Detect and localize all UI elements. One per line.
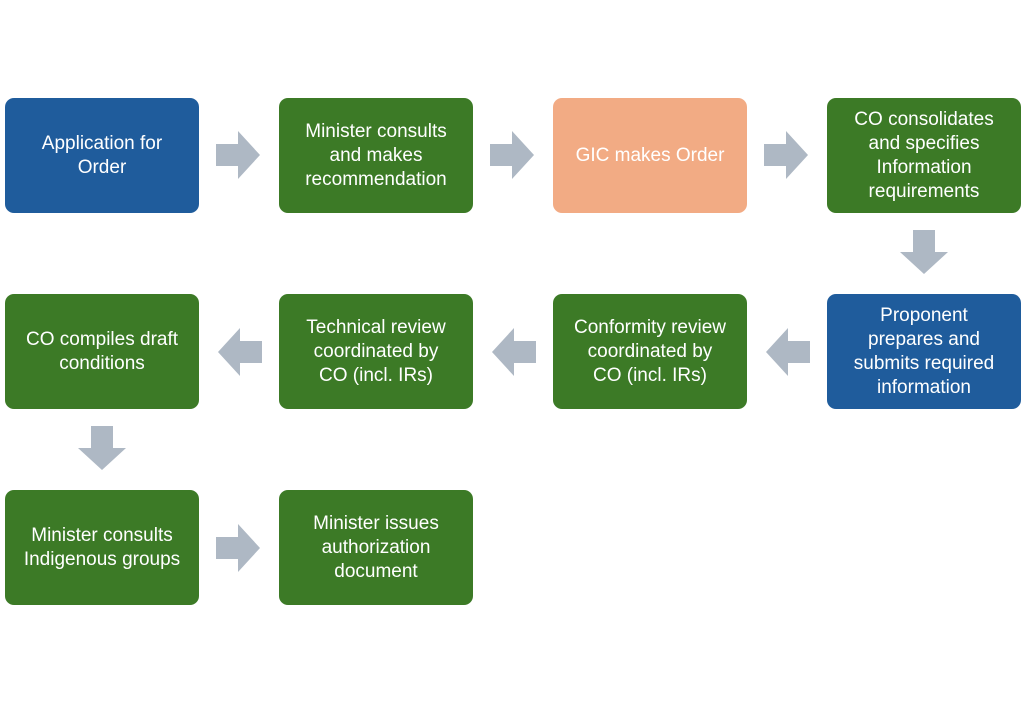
step-label: Minister consults and makes recommendati… [305,120,447,190]
step-minister-recommendation: Minister consults and makes recommendati… [279,98,473,213]
step-co-compiles-conditions: CO compiles draft conditions [5,294,199,409]
arrow-left-icon [492,328,536,376]
arrow-right-icon [216,131,260,179]
step-minister-issues-authorization: Minister issues authorization document [279,490,473,605]
arrow-right-icon [764,131,808,179]
arrow-down-icon [78,426,126,470]
arrow-down-icon [900,230,948,274]
arrow-right-icon [490,131,534,179]
step-gic-makes-order: GIC makes Order [553,98,747,213]
step-co-consolidates: CO consolidates and specifies Informatio… [827,98,1021,213]
step-label: Conformity review coordinated by CO (inc… [573,316,727,386]
step-application-for-order: Application for Order [5,98,199,213]
step-label: GIC makes Order [575,144,725,166]
step-label: Application for Order [41,132,163,178]
step-label: CO consolidates and specifies Informatio… [854,108,994,202]
step-label: Proponent prepares and submits required … [853,304,995,398]
arrow-right-icon [216,524,260,572]
step-label: Minister consults Indigenous groups [23,524,181,570]
arrow-left-icon [218,328,262,376]
step-technical-review: Technical review coordinated by CO (incl… [279,294,473,409]
step-label: Technical review coordinated by CO (incl… [306,316,446,386]
arrow-left-icon [766,328,810,376]
step-label: CO compiles draft conditions [25,328,179,374]
step-conformity-review: Conformity review coordinated by CO (inc… [553,294,747,409]
step-label: Minister issues authorization document [313,512,439,582]
step-minister-consults-indigenous: Minister consults Indigenous groups [5,490,199,605]
step-proponent-submits: Proponent prepares and submits required … [827,294,1021,409]
